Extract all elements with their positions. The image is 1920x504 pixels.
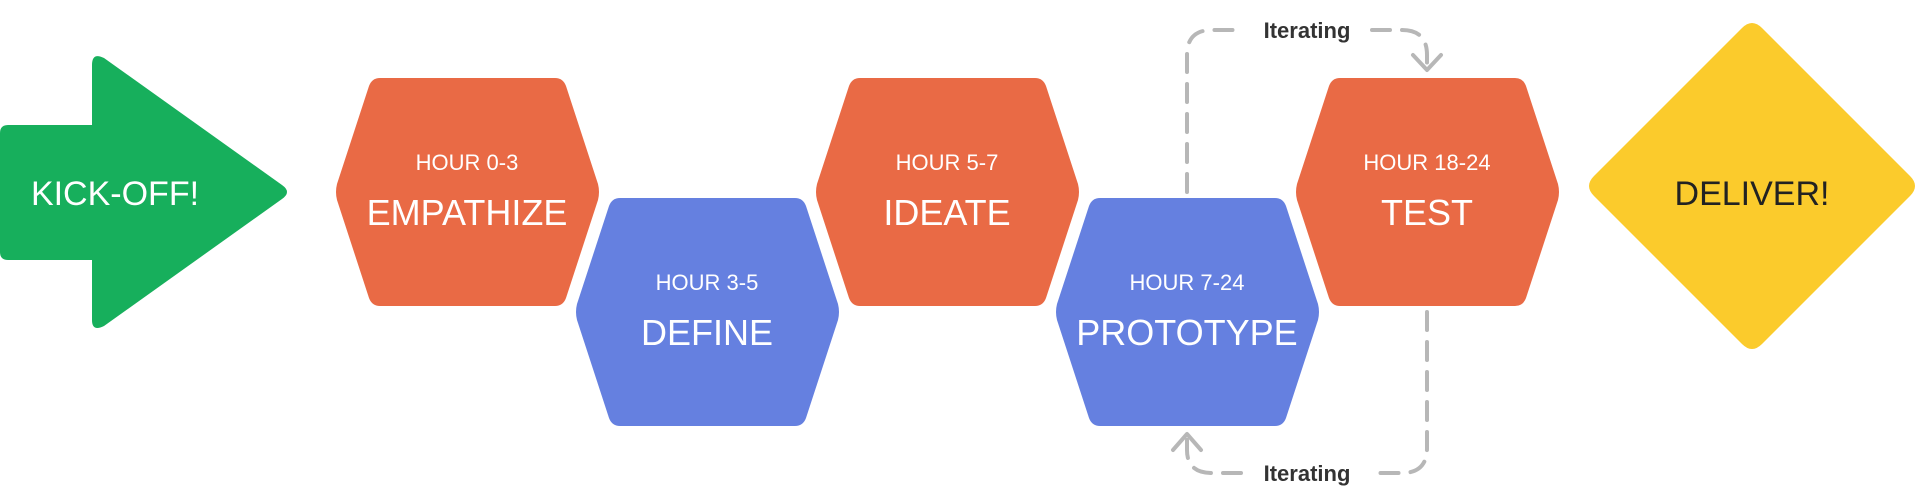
iteration-loop-bottom-path-end bbox=[1185, 436, 1243, 475]
phase-empathize-title: EMPATHIZE bbox=[367, 192, 568, 233]
phase-prototype-hour: HOUR 7-24 bbox=[1130, 270, 1245, 295]
kickoff-arrow: KICK-OFF! bbox=[0, 56, 287, 329]
iteration-loop-top-path bbox=[1185, 28, 1243, 194]
phase-prototype-title: PROTOTYPE bbox=[1076, 312, 1297, 353]
phase-define-hexagon bbox=[576, 198, 839, 426]
iteration-loop-top-label: Iterating bbox=[1264, 18, 1351, 43]
phase-test-hexagon bbox=[1296, 78, 1559, 306]
phase-define-title: DEFINE bbox=[641, 312, 773, 353]
iteration-loop-bottom: Iterating bbox=[1171, 310, 1429, 486]
iteration-loop-top-arrowhead bbox=[1411, 53, 1443, 72]
phase-ideate-title: IDEATE bbox=[883, 192, 1010, 233]
phase-test: HOUR 18-24 TEST bbox=[1296, 78, 1559, 306]
iteration-loop-bottom-path bbox=[1370, 310, 1429, 475]
phase-define-hour: HOUR 3-5 bbox=[656, 270, 759, 295]
phase-empathize: HOUR 0-3 EMPATHIZE bbox=[336, 78, 599, 306]
phase-empathize-hour: HOUR 0-3 bbox=[416, 150, 519, 175]
iteration-loop-bottom-arrowhead bbox=[1171, 432, 1203, 452]
iteration-loop-top: Iterating bbox=[1185, 18, 1443, 194]
phase-define: HOUR 3-5 DEFINE bbox=[576, 198, 839, 426]
kickoff-label: KICK-OFF! bbox=[31, 175, 199, 213]
phase-prototype-hexagon bbox=[1056, 198, 1319, 426]
kickoff-arrow-shape bbox=[0, 56, 287, 329]
deliver-diamond-shape bbox=[1589, 23, 1915, 349]
phase-ideate-hour: HOUR 5-7 bbox=[896, 150, 999, 175]
phase-ideate-hexagon bbox=[816, 78, 1079, 306]
phase-test-title: TEST bbox=[1381, 192, 1473, 233]
phase-ideate: HOUR 5-7 IDEATE bbox=[816, 78, 1079, 306]
iteration-loop-bottom-label: Iterating bbox=[1264, 461, 1351, 486]
phase-test-hour: HOUR 18-24 bbox=[1363, 150, 1490, 175]
deliver-diamond: DELIVER! bbox=[1589, 23, 1915, 349]
iteration-loop-top-path-end bbox=[1370, 28, 1429, 70]
phase-empathize-hexagon bbox=[336, 78, 599, 306]
deliver-label: DELIVER! bbox=[1675, 175, 1830, 213]
phase-prototype: HOUR 7-24 PROTOTYPE bbox=[1056, 198, 1319, 426]
